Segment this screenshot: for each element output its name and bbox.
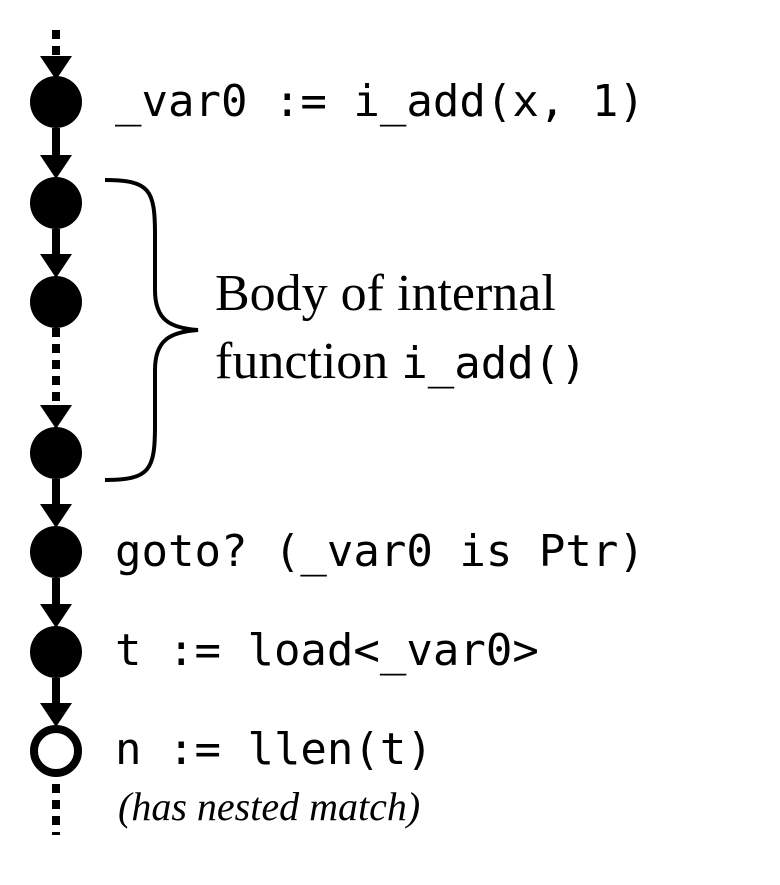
node-2 <box>30 276 82 328</box>
node-label-0: _var0 := i_add(x, 1) <box>115 76 645 127</box>
edge-arrowhead-1 <box>40 254 72 278</box>
node-1 <box>30 177 82 229</box>
nodes <box>30 76 82 777</box>
node-label-6: n := llen(t) <box>115 724 433 775</box>
edge-arrowhead-2 <box>40 405 72 429</box>
node-label-4: goto? (_var0 is Ptr) <box>115 526 645 577</box>
brace-label-line2: function i_add() <box>215 333 587 390</box>
edge-arrowhead-5 <box>40 703 72 727</box>
edge-arrowhead-3 <box>40 504 72 528</box>
incoming-arrowhead <box>40 56 72 80</box>
node-label-5: t := load<_var0> <box>115 625 539 676</box>
node-3 <box>30 427 82 479</box>
nested-match-annotation: (has nested match) <box>118 784 420 829</box>
edge-arrowhead-0 <box>40 155 72 179</box>
node-0 <box>30 76 82 128</box>
curly-brace <box>104 178 199 482</box>
brace-label-line1: Body of internal <box>215 265 556 322</box>
node-6 <box>30 725 82 777</box>
node-5 <box>30 626 82 678</box>
brace-label-line2-prefix: function <box>215 333 401 390</box>
edge-arrowhead-4 <box>40 604 72 628</box>
node-4 <box>30 526 82 578</box>
edges <box>40 128 72 727</box>
brace-label-function-name: i_add() <box>401 338 586 389</box>
